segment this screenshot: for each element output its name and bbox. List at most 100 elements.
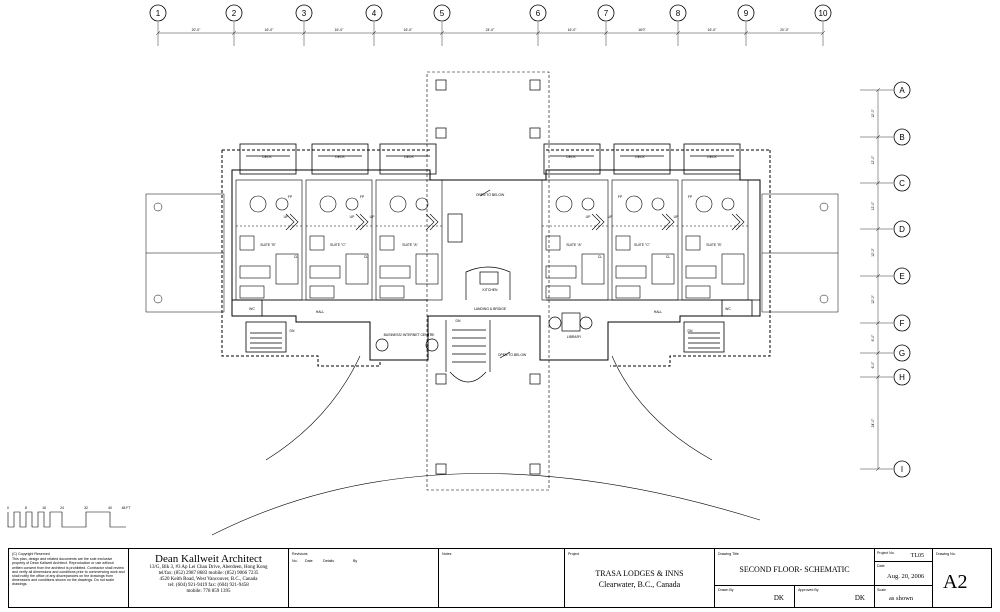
row-dimension: 6'-0" [871, 361, 875, 369]
up-label: UP [370, 215, 375, 219]
closet-label: CL [598, 255, 602, 259]
grid-bubble-column: 10 [814, 4, 832, 22]
grid-bubble-row: A [893, 81, 911, 99]
project-no: TL05 [910, 553, 924, 559]
up-label: UP [674, 215, 679, 219]
scale-tick-label: 0 [7, 506, 9, 510]
tower-columns [435, 79, 541, 475]
revisions-cell: Revisions No. Date Details By [289, 549, 439, 607]
firm-phone-2: tel: (604) 921-9419 fax: (604) 921-9458 [168, 583, 249, 588]
site-arcs [211, 355, 761, 536]
grid-bubble-label: C [899, 179, 905, 188]
grid-bubble-label: 9 [744, 9, 749, 18]
grid-bubble-row: F [893, 314, 911, 332]
grid-bubble-label: D [899, 225, 905, 234]
notes-cell: Notes [439, 549, 565, 607]
column-dimension: 16'-0" [335, 28, 344, 32]
grid-bubble-label: 8 [676, 9, 681, 18]
business-center-label: BUSINESS/ INTERNET CENTRE [384, 333, 436, 337]
row-dimension: 12'-0" [871, 247, 875, 256]
grid-bubble-label: 3 [302, 9, 307, 18]
deck-boxes [239, 143, 741, 175]
row-dimension: 12'-0" [871, 108, 875, 117]
grid-bubble-label: 4 [372, 9, 377, 18]
deck-label: DECK [566, 155, 576, 159]
kitchen-label: KITCHEN [483, 288, 498, 292]
wc-label: WC [725, 307, 731, 311]
deck-label: DECK [707, 155, 717, 159]
grid-bubble-column: 7 [597, 4, 615, 22]
dimension-labels: 20'-0"16'-0"16'-0"16'-0"24'-0"16'-0"16'0… [192, 28, 875, 427]
suite-b-label: SUITE "B" [706, 243, 722, 247]
central-core [375, 189, 593, 383]
room-labels: DECK DECK DECK DECK DECK DECK SUITE "B" … [249, 155, 731, 357]
scale-label: Scale [877, 588, 886, 592]
library-label: LIBRARY [567, 335, 582, 339]
deck-label: DECK [404, 155, 414, 159]
firm-address-2: 4520 Keith Road, West Vancouver, B.C., C… [159, 577, 258, 582]
deck-label: DECK [262, 155, 272, 159]
scale-tick-label: 8 [25, 506, 27, 510]
grid-bubble-column: 8 [669, 4, 687, 22]
grid-bubble-column: 4 [365, 4, 383, 22]
scale-tick-label: 40 [108, 506, 112, 510]
firm-address-1: 13/G, Blk 3, #3 Ap Lei Chau Drive, Aberd… [149, 565, 268, 570]
rev-no-header: No. [292, 559, 298, 563]
rev-by-header: By [353, 559, 358, 563]
column-dimension: 24'-0" [486, 28, 495, 32]
grid-bubble-column: 2 [225, 4, 243, 22]
grid-bubble-label: I [901, 465, 903, 474]
drawing-number-cell: Drawing No. A2 [933, 549, 993, 607]
grid-bubble-column: 3 [295, 4, 313, 22]
stair-down-label: DN [290, 329, 295, 333]
drawing-title: SECOND FLOOR- SCHEMATIC [739, 565, 850, 574]
column-dimension: 20'-0" [780, 28, 789, 32]
grid-bubble-label: 5 [440, 9, 445, 18]
grid-bubble-label: 6 [536, 9, 541, 18]
stair-down-label: DN [456, 319, 461, 323]
grid-bubble-label: H [899, 373, 905, 382]
approved-by-label: Approved By [798, 588, 819, 592]
project-name: TRASA LODGES & INNS [595, 569, 684, 578]
project-no-label: Project No. [877, 551, 895, 555]
up-label: UP [350, 215, 355, 219]
column-dimension: 16'-0" [265, 28, 274, 32]
wc-label: WC [249, 307, 255, 311]
grid-bubble-row: B [893, 128, 911, 146]
grid-bubble-label: G [899, 349, 905, 358]
grid-bubble-row: H [893, 368, 911, 386]
closet-label: CL [666, 255, 670, 259]
grid-bubble-column: 9 [737, 4, 755, 22]
closet-label: CL [294, 255, 298, 259]
grid-bubble-label: E [899, 272, 904, 281]
hall-label: HALL [316, 310, 325, 314]
central-tower-outline [426, 71, 550, 491]
drawn-by-label: Drawn By [718, 588, 734, 592]
suite-b-label: SUITE "B" [260, 243, 276, 247]
deck-label: DECK [335, 155, 345, 159]
date: Aug. 20, 2006 [887, 573, 925, 580]
closet-label: CL [364, 255, 368, 259]
suite-c-label: SUITE "C" [330, 243, 347, 247]
row-dimension: 24'-0" [871, 418, 875, 427]
open-to-below-label: OPEN TO BELOW [498, 353, 527, 357]
deck-label: DECK [635, 155, 645, 159]
open-to-below-label: OPEN TO BELOW [476, 193, 505, 197]
column-dimension: 20'-0" [192, 28, 201, 32]
firm-cell: Dean Kallweit Architect 13/G, Blk 3, #3 … [129, 549, 289, 607]
drawing-title-cell: Drawing Title SECOND FLOOR- SCHEMATIC Dr… [715, 549, 875, 607]
row-dimension: 6'-0" [871, 334, 875, 342]
scale-tick-label: 16 [42, 506, 46, 510]
firm-mobile: mobile: 778 859 1395 [186, 589, 231, 594]
column-dimension: 16'-0" [568, 28, 577, 32]
firm-name: Dean Kallweit Architect [155, 553, 262, 565]
project-cell: Project TRASA LODGES & INNS Clearwater, … [565, 549, 715, 607]
suite-c-label: SUITE "C" [634, 243, 651, 247]
fireplace-label: FP [688, 195, 693, 199]
hall-label: HALL [654, 310, 663, 314]
up-label: UP [586, 215, 591, 219]
building-walls [221, 149, 771, 367]
firm-phone-1: tel/fax: (852) 2987 8683 mobile: (852) 9… [158, 571, 259, 576]
